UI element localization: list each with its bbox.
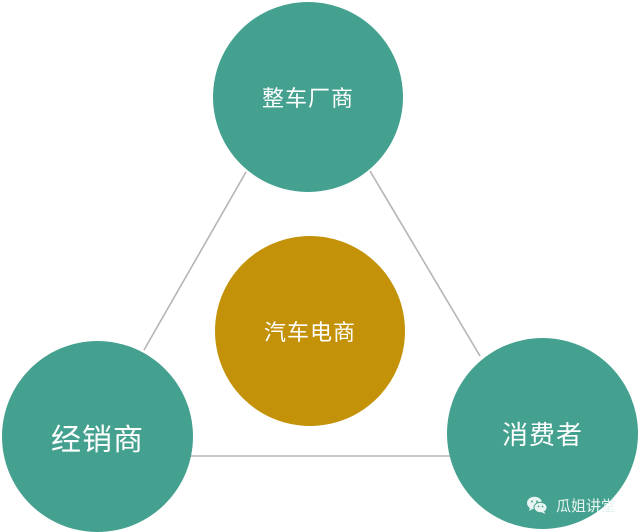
node-consumer-label: 消费者 <box>501 421 583 451</box>
node-consumer: 消费者 <box>447 338 638 529</box>
node-dealer: 经销商 <box>2 341 193 532</box>
watermark: 瓜姐讲堂 <box>526 494 616 516</box>
node-manufacturer-label: 整车厂商 <box>261 87 354 112</box>
node-auto-ecommerce-label: 汽车电商 <box>263 321 356 346</box>
edge-top-right <box>369 170 481 357</box>
watermark-text: 瓜姐讲堂 <box>556 496 617 515</box>
edge-top-left <box>143 171 247 351</box>
node-dealer-label: 经销商 <box>51 422 144 458</box>
node-manufacturer: 整车厂商 <box>213 2 403 192</box>
node-auto-ecommerce: 汽车电商 <box>215 236 405 426</box>
wechat-icon <box>527 496 548 514</box>
